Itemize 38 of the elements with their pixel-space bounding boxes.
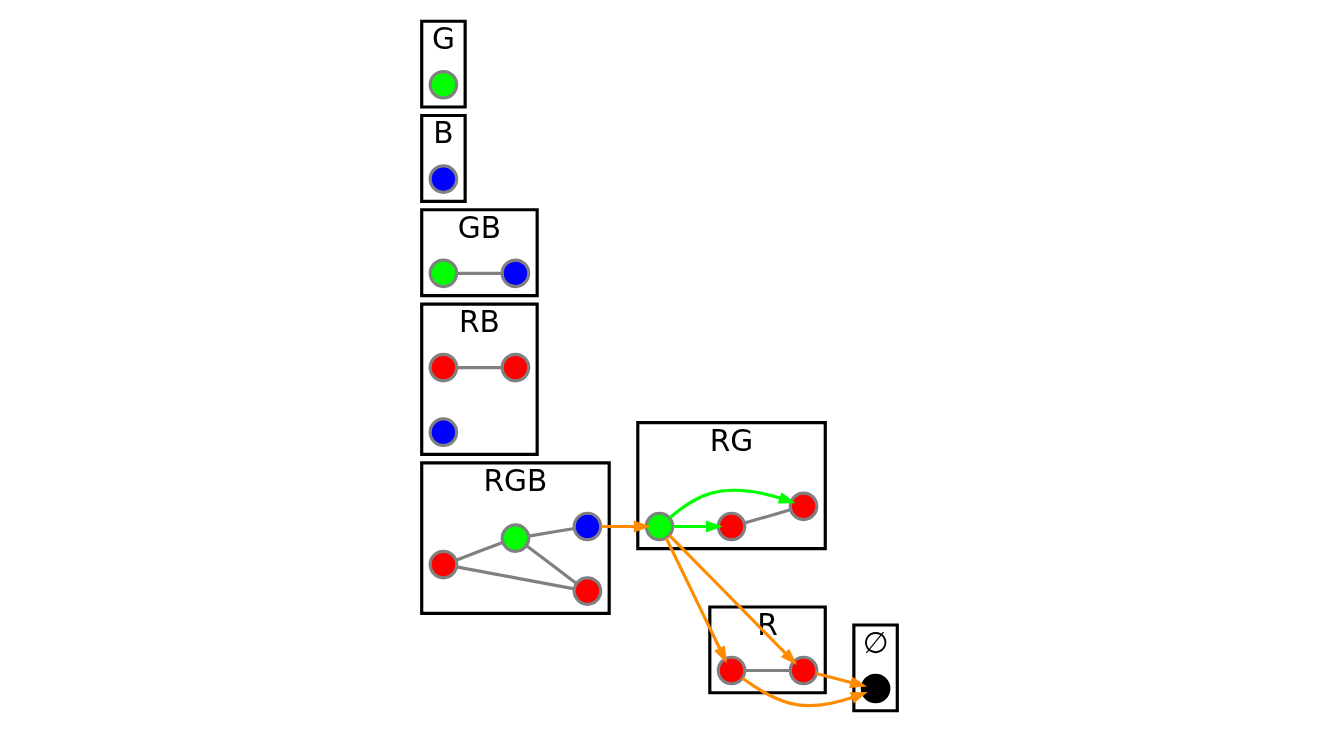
node-circle [428, 164, 458, 194]
arrow [667, 534, 797, 665]
connector [454, 541, 503, 562]
arrow [668, 488, 796, 519]
connector [525, 544, 577, 585]
arrow [741, 677, 868, 708]
node-circle [788, 655, 818, 686]
cluster: RB [419, 302, 539, 457]
node-circle [428, 352, 458, 383]
node-circle [428, 69, 458, 100]
node-circle [788, 491, 818, 522]
connector [743, 508, 791, 525]
node-circle [500, 258, 530, 289]
cluster: B [419, 113, 467, 203]
connector [744, 668, 790, 673]
node-circle [428, 549, 458, 580]
arrow [664, 537, 727, 664]
arrow [600, 520, 651, 533]
connector [527, 526, 575, 538]
connector [456, 271, 502, 275]
node-circle [716, 511, 746, 542]
node-circle [572, 576, 602, 606]
arrow [815, 672, 867, 689]
arrow [672, 520, 723, 533]
node-circle [716, 655, 746, 686]
connector [455, 565, 575, 591]
node-circle [860, 673, 890, 704]
cluster: RGB [419, 461, 611, 615]
node-circle [644, 511, 674, 542]
cluster: R [707, 605, 827, 695]
node-circle [428, 258, 458, 289]
node-circle [500, 523, 530, 553]
cluster: GB [419, 208, 539, 298]
node-circle [500, 352, 530, 383]
cluster: G [419, 19, 467, 109]
connector [456, 366, 502, 370]
node-circle [572, 511, 602, 542]
node-circle [428, 417, 458, 448]
